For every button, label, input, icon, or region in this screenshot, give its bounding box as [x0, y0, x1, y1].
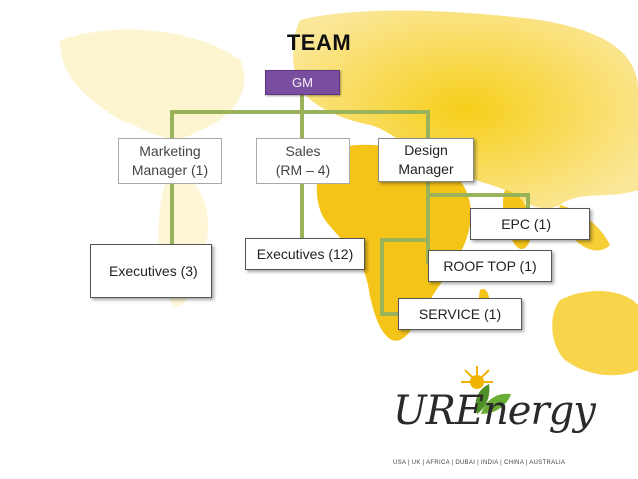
leaf-sun-logo-icon [461, 366, 511, 414]
node-executives-marketing: Executives (3) [90, 244, 212, 298]
logo-tagline: USA | UK | AFRICA | DUBAI | INDIA | CHIN… [393, 460, 566, 466]
node-design-manager: Design Manager [378, 138, 474, 182]
node-sales: Sales (RM – 4) [256, 138, 350, 184]
node-executives-sales: Executives (12) [245, 238, 365, 270]
chart-title: TEAM [286, 30, 352, 55]
logo-wordmark: UREnergy [393, 388, 596, 434]
node-epc: EPC (1) [470, 208, 590, 240]
node-roof-top: ROOF TOP (1) [428, 250, 552, 282]
node-service: SERVICE (1) [398, 298, 522, 330]
node-gm: GM [265, 70, 340, 95]
node-marketing-manager: Marketing Manager (1) [118, 138, 222, 184]
